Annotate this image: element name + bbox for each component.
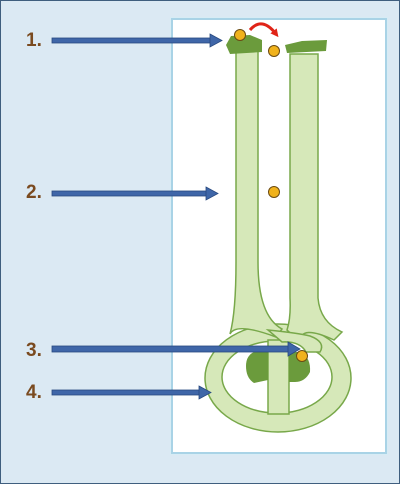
channel-connector — [265, 329, 323, 353]
right-tube — [286, 53, 344, 344]
dot-top-left — [234, 29, 246, 41]
left-lobe — [246, 350, 268, 383]
arrow-4 — [51, 385, 212, 400]
dot-middle — [268, 186, 280, 198]
arrow-3 — [51, 341, 301, 357]
label-3: 3. — [26, 340, 42, 361]
arrow-1 — [51, 33, 223, 48]
right-cap — [285, 40, 327, 53]
transfer-curve-arrow — [248, 22, 279, 38]
left-tube — [229, 46, 284, 338]
label-1: 1. — [26, 30, 42, 51]
dot-bottom — [296, 350, 308, 362]
arrow-2 — [51, 186, 219, 201]
left-cap — [226, 35, 262, 54]
label-2: 2. — [26, 182, 42, 203]
label-4: 4. — [26, 382, 42, 403]
dot-top-right — [268, 45, 280, 57]
